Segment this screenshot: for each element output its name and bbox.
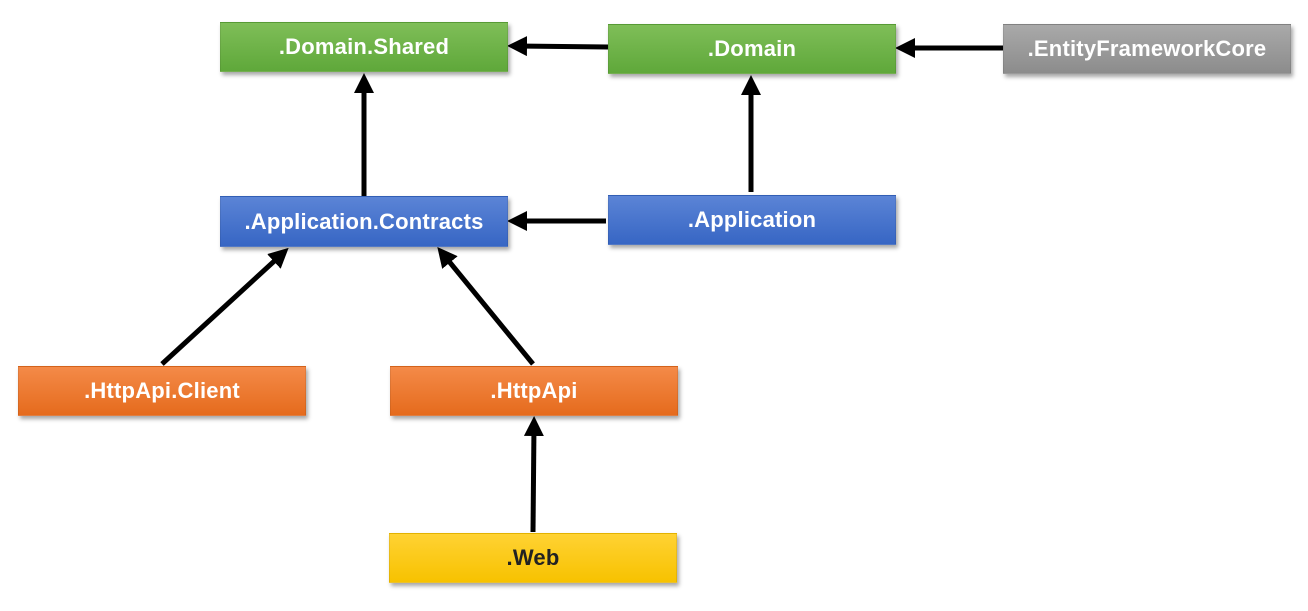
node-web-label: .Web	[506, 545, 560, 570]
node-application-contracts: .Application.Contracts	[220, 196, 508, 247]
node-http-api-client: .HttpApi.Client	[18, 366, 306, 416]
arrow-http-api-client-to-contracts	[160, 247, 289, 366]
arrow-http-api-to-contracts	[437, 247, 535, 366]
node-entity-framework-core-label: .EntityFrameworkCore	[1027, 36, 1267, 61]
node-domain-shared: .Domain.Shared	[220, 22, 508, 72]
arrow-web-to-http-api	[523, 416, 544, 533]
node-application-contracts-label: .Application.Contracts	[244, 208, 484, 234]
node-application-label: .Application	[687, 207, 817, 232]
node-web: .Web	[389, 533, 677, 583]
node-domain-shared-label: .Domain.Shared	[278, 34, 450, 59]
node-application: .Application	[608, 195, 896, 245]
arrow-domain-to-domain-shared	[507, 36, 609, 57]
node-entity-framework-core: .EntityFrameworkCore	[1003, 24, 1291, 74]
node-domain: .Domain	[608, 24, 896, 74]
node-domain-label: .Domain	[707, 36, 797, 61]
node-http-api-client-label: .HttpApi.Client	[84, 378, 240, 403]
node-http-api-label: .HttpApi	[490, 378, 578, 403]
node-http-api: .HttpApi	[390, 366, 678, 416]
